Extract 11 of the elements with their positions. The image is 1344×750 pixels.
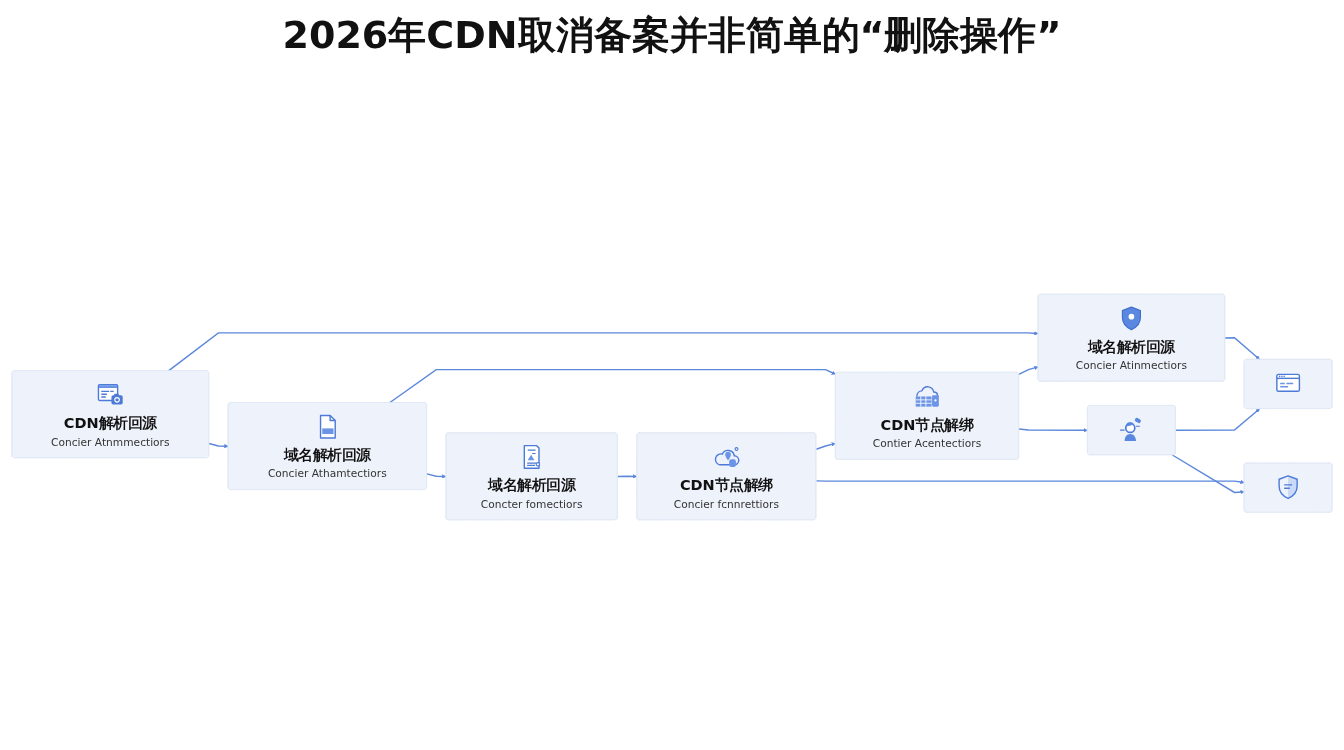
title: 2026年CDN取消备案并非简单的“删除操作” (282, 12, 1062, 59)
arrow (1018, 365, 1039, 376)
arrow (1224, 337, 1260, 360)
arrow (815, 442, 836, 450)
arrow (388, 368, 836, 404)
arrow (815, 479, 1245, 485)
arrow (1174, 408, 1260, 432)
arrow (167, 331, 1039, 372)
arrow (1171, 454, 1245, 495)
arrow (1018, 428, 1088, 433)
arrow (208, 442, 229, 449)
